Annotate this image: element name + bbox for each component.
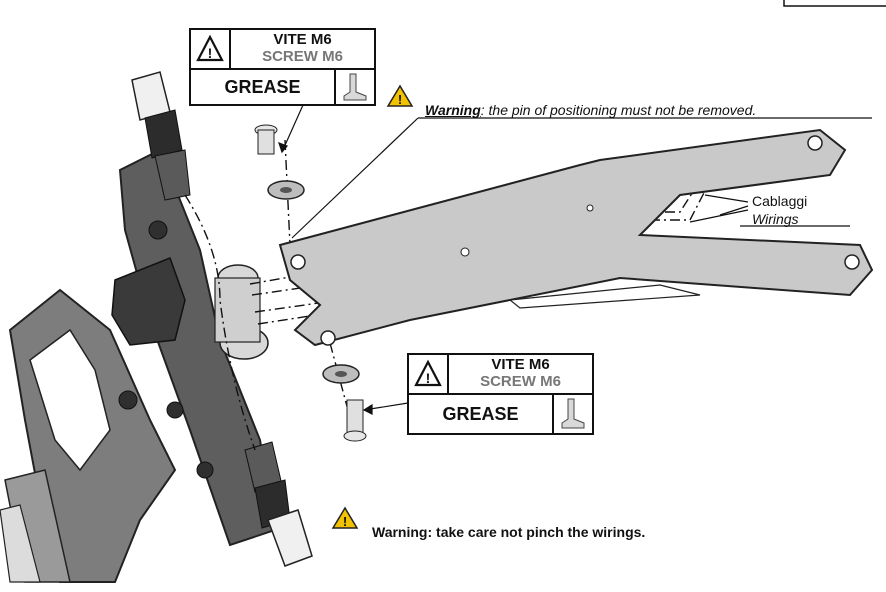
pin-warning-bold: Warning (425, 102, 481, 118)
warning-icon: ! (331, 506, 359, 529)
svg-text:!: ! (208, 45, 213, 61)
license-plate-bracket (0, 288, 177, 583)
svg-text:!: ! (398, 92, 402, 107)
turn-indicator-top (131, 71, 191, 201)
label-screw-text: SCREW M6 (262, 48, 343, 65)
label-vite-text: VITE M6 (491, 356, 550, 373)
corner-frame (783, 0, 886, 7)
label-screw-grease-top: ! VITE M6 SCREW M6 GREASE (189, 28, 376, 106)
swing-arm (278, 128, 874, 347)
screw-top (254, 124, 305, 200)
wirings-warning-note: Warning: take care not pinch the wirings… (372, 524, 646, 540)
warning-icon: ! (386, 84, 414, 107)
wirings-label-it: Cablaggi (752, 193, 808, 209)
svg-text:!: ! (343, 514, 347, 529)
leader-lines (278, 104, 872, 415)
reflector-housing (111, 257, 186, 346)
label-row-screw: ! VITE M6 SCREW M6 (409, 355, 592, 395)
label-grease-text: GREASE (442, 404, 519, 424)
label-vite-text: VITE M6 (273, 31, 332, 48)
label-screw-grease-bottom: ! VITE M6 SCREW M6 GREASE (407, 353, 594, 435)
warning-icon: ! (191, 30, 231, 68)
label-grease-text: GREASE (224, 77, 301, 97)
label-screw-text: SCREW M6 (480, 373, 561, 390)
turn-indicator-bottom (244, 441, 313, 567)
svg-text:!: ! (426, 370, 431, 386)
wirings-label-en: Wirings (752, 211, 799, 227)
screw-bottom (322, 364, 367, 442)
spacer-blocks (214, 264, 269, 360)
grease-tube-icon (334, 70, 374, 104)
pin-warning-text: : the pin of positioning must not be rem… (480, 102, 757, 118)
label-row-screw: ! VITE M6 SCREW M6 (191, 30, 374, 70)
warning-icon: ! (409, 355, 449, 393)
pin-warning-note: Warning: the pin of positioning must not… (425, 102, 756, 118)
grease-tube-icon (552, 395, 592, 433)
